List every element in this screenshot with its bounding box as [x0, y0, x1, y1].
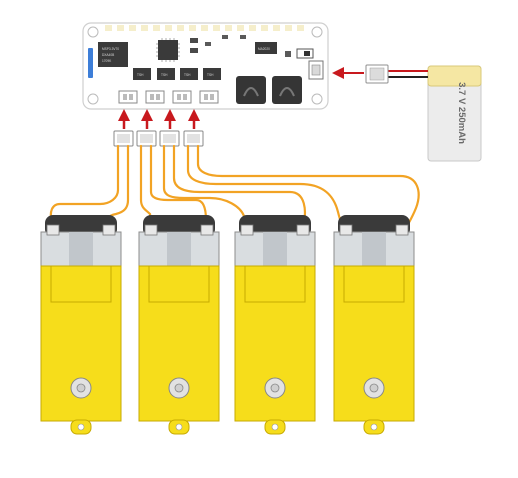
blue-led-strip: [88, 48, 93, 78]
motor-3: [234, 215, 316, 435]
driver-chip-label-2: TSH: [161, 73, 168, 77]
battery-label: 3.7 V 250mAh: [456, 82, 467, 144]
battery: 3.7 V 250mAh: [427, 65, 482, 162]
battery-arrow: [332, 67, 364, 79]
main-chip-line-2: DXA40B: [102, 53, 114, 57]
motor-plugs: [113, 130, 204, 147]
driver-chip-label-3: TSH: [184, 73, 191, 77]
driver-chips: TSH TSH TSH TSH: [133, 68, 221, 80]
main-chip: MSP3.3V70 DXA40B 1709K: [98, 42, 128, 67]
motor-arrows: [118, 109, 200, 129]
driver-chip-label-4: TSH: [207, 73, 214, 77]
motor-4: [333, 215, 415, 435]
battery-wires: [365, 64, 428, 84]
inductors: [236, 76, 302, 104]
motor-1: [40, 215, 122, 435]
controller-board: MSP3.3V70 DXA40B 1709K: [82, 22, 329, 110]
board-motor-ports: [118, 90, 219, 104]
right-chip: MA2020: [255, 42, 277, 54]
main-chip-line-3: 1709K: [102, 59, 112, 63]
square-ic: [156, 38, 180, 62]
right-chip-label: MA2020: [258, 47, 270, 51]
motor-2: [138, 215, 220, 435]
header-pads: [105, 25, 304, 31]
driver-chip-label-1: TSH: [137, 73, 144, 77]
main-chip-line-1: MSP3.3V70: [102, 47, 119, 51]
